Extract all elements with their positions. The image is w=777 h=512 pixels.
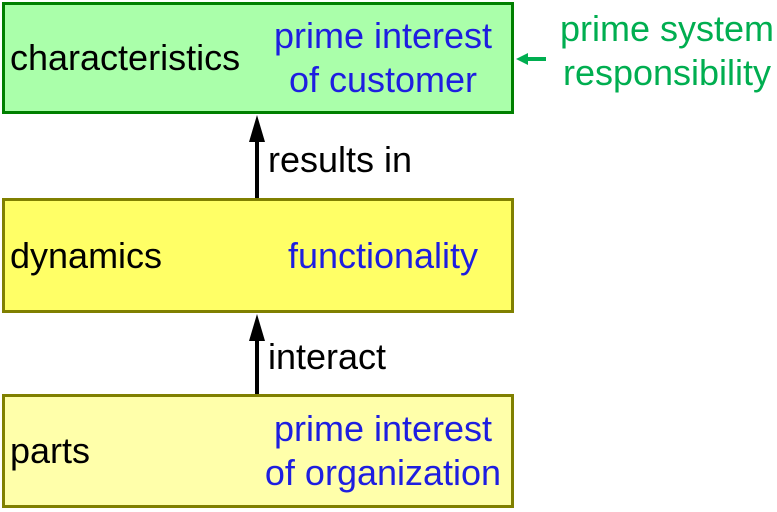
arrowhead-left-icon: [516, 52, 528, 65]
box-characteristics: characteristics prime interest of custom…: [2, 2, 514, 114]
arrow-shaft: [255, 140, 259, 198]
arrow-label-results-in: results in: [268, 139, 413, 180]
arrowhead-up-icon: [249, 115, 265, 142]
box-parts-title: parts: [10, 430, 91, 471]
arrow-label-interact: interact: [268, 336, 387, 377]
box-dynamics: dynamics functionality: [2, 198, 514, 313]
box-dynamics-title: dynamics: [10, 234, 163, 276]
up-arrow-icon: [249, 115, 265, 198]
box-parts-note: prime interest of organization: [264, 408, 502, 493]
box-characteristics-title: characteristics: [10, 37, 241, 78]
up-arrow-icon: [249, 314, 265, 394]
prime-system-label: prime system responsibility: [559, 8, 775, 93]
box-parts: parts prime interest of organization: [2, 394, 514, 508]
arrowhead-up-icon: [249, 314, 265, 341]
arrow-shaft: [255, 339, 259, 394]
box-dynamics-note: functionality: [287, 234, 479, 276]
arrow-shaft: [526, 56, 546, 61]
left-arrow-icon: [516, 52, 546, 65]
box-characteristics-note: prime interest of customer: [273, 15, 493, 100]
